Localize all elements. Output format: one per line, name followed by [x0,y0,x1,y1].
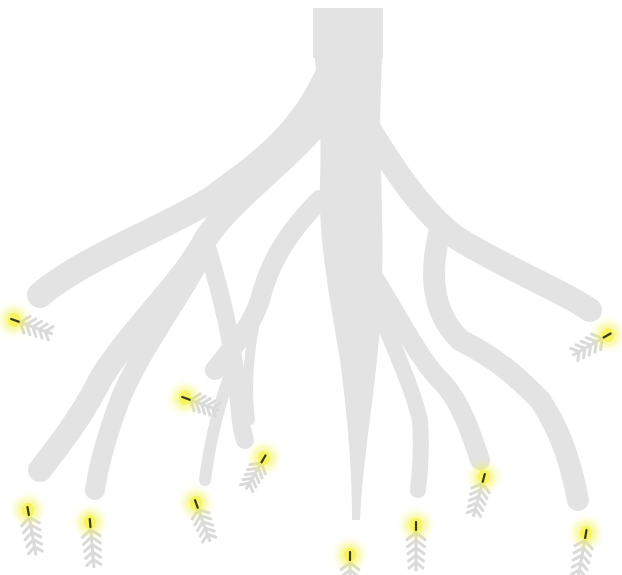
glowing-root-tip [572,521,598,575]
tip-mark [27,507,28,515]
glowing-root-tip [571,323,620,361]
glowing-root-tip [338,543,362,575]
glowing-root-tip [241,446,277,492]
glowing-root-tip [467,465,496,516]
root-tips [2,308,620,575]
glowing-root-tip [16,498,42,554]
glowing-root-tip [78,510,102,567]
root-branch-6 [370,130,590,310]
glowing-root-tip [184,491,216,542]
glowing-root-tip [2,308,53,340]
glowing-root-tip [173,386,220,417]
tip-mark [90,519,91,527]
glowing-root-tip [404,513,428,570]
root-branches [40,70,590,500]
tip-mark [585,530,586,538]
